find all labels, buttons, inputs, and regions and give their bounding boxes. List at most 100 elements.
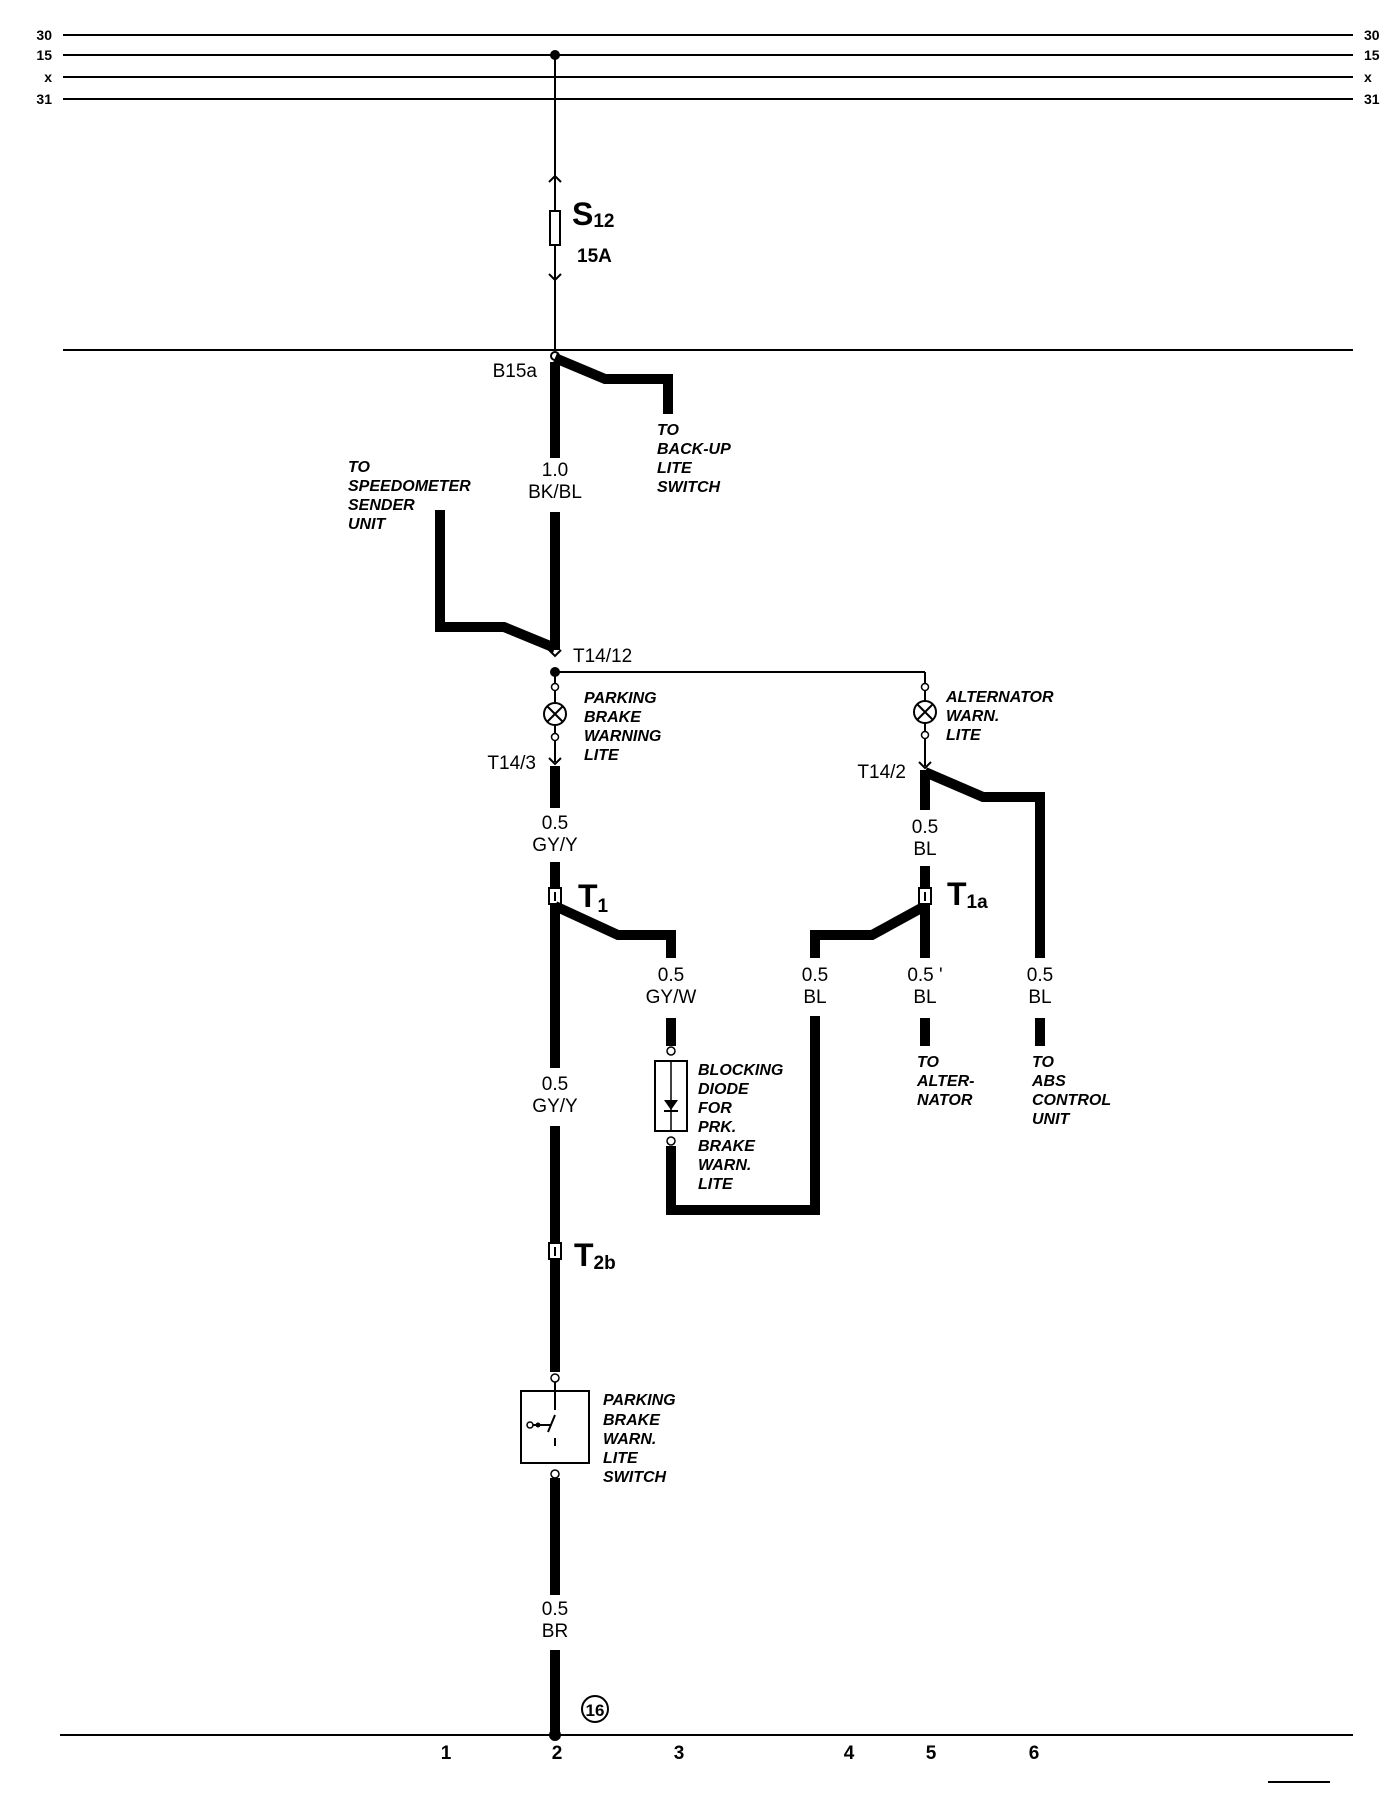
speedometer-wire <box>435 510 557 653</box>
diode-top-terminal <box>666 1046 676 1056</box>
note-park-lite-line3: WARNING <box>584 728 661 745</box>
note-speedo-line1: TO <box>348 459 370 476</box>
alt-lamp-icon <box>913 700 937 724</box>
note-switch-line1: PARKING <box>603 1392 676 1409</box>
t14-2-arrow-icon <box>918 761 932 770</box>
bl-diode-wire-lower <box>666 1016 820 1215</box>
note-diode-line1: BLOCKING <box>698 1062 783 1079</box>
ground-point-icon <box>581 1695 609 1723</box>
note-diode-line4: PRK. <box>698 1119 736 1136</box>
note-to-abs-line1: TO <box>1032 1054 1054 1071</box>
gyy-wire-lower: 0.5 GY/Y <box>532 904 578 1243</box>
fuse-lower-arrow-icon <box>548 273 562 282</box>
bl-t14-2-size: 0.5 <box>912 817 938 838</box>
alt-lamp-top-terminal <box>920 682 930 692</box>
br-ground-wire: 0.5 BR 16 <box>542 1478 609 1741</box>
note-diode-line2: DIODE <box>698 1081 750 1098</box>
fuse-rating: 15A <box>577 246 612 267</box>
note-to-alt-line1: TO <box>917 1054 939 1071</box>
diode-bottom-terminal <box>666 1136 676 1146</box>
column-number-1: 1 <box>441 1743 452 1764</box>
note-to-abs-line4: UNIT <box>1032 1111 1071 1128</box>
gyw-size: 0.5 <box>658 965 684 986</box>
note-to-abs-line2: ABS <box>1031 1073 1066 1090</box>
speedometer-branch: TO SPEEDOMETER SENDER UNIT <box>348 459 557 653</box>
to-abs-branch: 0.5 BL TO ABS CONTROL UNIT <box>1027 965 1111 1128</box>
connector-t1a: T1a <box>918 876 988 913</box>
backup-lite-branch: TO BACK-UP LITE SWITCH <box>553 353 731 496</box>
gyy-upper-color: GY/Y <box>532 835 578 856</box>
note-diode-line7: LITE <box>698 1176 734 1193</box>
park-lamp-icon <box>543 702 567 726</box>
note-switch-line5: SWITCH <box>603 1469 667 1486</box>
ground-point-label: 16 <box>586 1701 605 1720</box>
terminal-b15a-label: B15a <box>493 361 538 382</box>
note-backup-line2: BACK-UP <box>657 441 731 458</box>
note-alt-lite-line1: ALTERNATOR <box>945 689 1054 706</box>
note-backup-line1: TO <box>657 422 679 439</box>
parking-brake-lamp: PARKING BRAKE WARNING LITE T14/3 <box>487 682 661 774</box>
main-wire-color: BK/BL <box>528 482 582 503</box>
rail-label-right-30: 30 <box>1364 27 1380 43</box>
backup-lite-wire <box>553 353 673 414</box>
terminal-t14-2-label: T14/2 <box>857 762 906 783</box>
gyy-lower-color: GY/Y <box>532 1096 578 1117</box>
gyy-upper-size: 0.5 <box>542 813 568 834</box>
rail-label-right-31: 31 <box>1364 91 1380 107</box>
column-numbers: 1 2 3 4 5 6 <box>441 1743 1040 1764</box>
note-alt-lite-line3: LITE <box>946 727 982 744</box>
t14-3-arrow-icon <box>548 757 562 766</box>
park-lamp-bottom-terminal <box>550 732 560 742</box>
connector-t2b: T2b <box>548 1237 616 1372</box>
note-park-lite-line4: LITE <box>584 747 620 764</box>
note-switch-line3: WARN. <box>603 1431 656 1448</box>
connector-t2b-label: T2b <box>574 1237 616 1274</box>
note-to-abs-line3: CONTROL <box>1032 1092 1111 1109</box>
note-speedo-line4: UNIT <box>348 516 387 533</box>
to-alternator-branch: 0.5 ' BL TO ALTER- NATOR <box>907 904 974 1109</box>
gyw-wire-upper <box>552 901 676 958</box>
rail-label-left-30: 30 <box>36 27 52 43</box>
bl-abs-size: 0.5 <box>1027 965 1053 986</box>
note-speedo-line2: SPEEDOMETER <box>348 478 471 495</box>
connector-t1: T1 <box>548 878 609 917</box>
terminal-t14-12-label: T14/12 <box>573 646 632 667</box>
terminal-t14-3-label: T14/3 <box>487 753 536 774</box>
power-rails: 30 15 x 31 30 15 x 31 <box>36 27 1379 107</box>
note-park-lite-line2: BRAKE <box>584 709 642 726</box>
parking-brake-switch: PARKING BRAKE WARN. LITE SWITCH <box>520 1373 676 1486</box>
park-lamp-top-terminal <box>550 682 560 692</box>
gyy-wire-upper: 0.5 GY/Y <box>532 766 578 888</box>
column-number-5: 5 <box>926 1743 937 1764</box>
br-color: BR <box>542 1621 568 1642</box>
rail-label-left-31: 31 <box>36 91 52 107</box>
rail-label-right-15: 15 <box>1364 47 1380 63</box>
fuse-s12: S12 15A <box>548 50 614 350</box>
switch-top-terminal <box>550 1373 560 1383</box>
note-diode-line3: FOR <box>698 1100 732 1117</box>
blocking-diode: BLOCKING DIODE FOR PRK. BRAKE WARN. LITE <box>654 1046 783 1193</box>
gyy-lower-size: 0.5 <box>542 1074 568 1095</box>
diode-icon <box>664 1100 678 1110</box>
note-to-alt-line3: NATOR <box>917 1092 973 1109</box>
switch-icon <box>526 1404 556 1446</box>
rail-label-left-15: 15 <box>36 47 52 63</box>
bl-alt-size: 0.5 ' <box>907 965 942 986</box>
alt-lamp-bottom-terminal <box>920 730 930 740</box>
t14-12-arrow-icon <box>548 649 562 658</box>
bl-diode-color: BL <box>803 987 826 1008</box>
note-park-lite-line1: PARKING <box>584 690 657 707</box>
note-diode-line6: WARN. <box>698 1157 751 1174</box>
gyw-color: GY/W <box>646 987 697 1008</box>
column-number-4: 4 <box>844 1743 855 1764</box>
bl-diode-size: 0.5 <box>802 965 828 986</box>
bl-alt-color: BL <box>913 987 936 1008</box>
bl-diode-loop: 0.5 BL <box>666 901 928 1215</box>
rail-label-right-x: x <box>1364 69 1372 85</box>
note-switch-line2: BRAKE <box>603 1412 661 1429</box>
note-speedo-line3: SENDER <box>348 497 415 514</box>
switch-bottom-terminal <box>550 1469 560 1479</box>
note-switch-line4: LITE <box>603 1450 639 1467</box>
note-to-alt-line2: ALTER- <box>916 1073 974 1090</box>
